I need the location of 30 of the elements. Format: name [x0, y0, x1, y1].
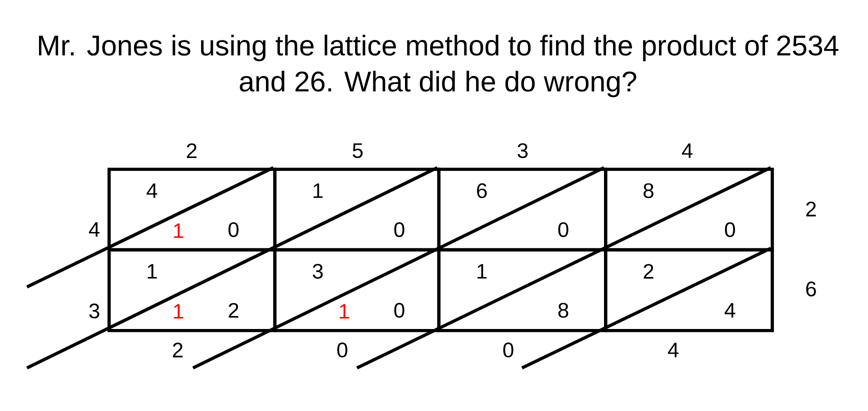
digit: 2 — [644, 264, 654, 279]
digit: 2 — [806, 202, 816, 216]
digit: 0 — [394, 222, 404, 238]
digit: 4 — [146, 183, 158, 198]
digit: 0 — [724, 222, 736, 238]
lattice-cell — [273, 168, 440, 252]
digit: 1 — [314, 183, 323, 198]
carry-digit: 1 — [174, 304, 184, 318]
digit: 8 — [644, 183, 654, 198]
carry-digit: 1 — [340, 304, 349, 318]
digit: 0 — [228, 222, 239, 238]
lattice-cell — [604, 248, 774, 332]
digit: 6 — [477, 183, 487, 198]
title: Mr. Jones is using the lattice method to find the product of 2534 and 26. What did he do wrong? — [39, 34, 838, 98]
digit: 1 — [148, 264, 157, 278]
lattice-cell — [604, 168, 774, 252]
digit: 0 — [394, 302, 404, 318]
lattice-cell — [108, 168, 276, 252]
digit: 1 — [478, 264, 487, 278]
digit: 3 — [89, 304, 100, 318]
digit: 2 — [228, 302, 238, 318]
digit: 4 — [88, 222, 100, 237]
carry-digit: 1 — [174, 223, 184, 238]
digit: 4 — [724, 303, 736, 318]
digit: 8 — [558, 302, 568, 318]
digit: 0 — [558, 222, 568, 238]
digit: 3 — [312, 264, 323, 279]
lattice-cell — [108, 248, 276, 332]
lattice-cell — [273, 248, 440, 332]
digit: 6 — [806, 282, 816, 296]
